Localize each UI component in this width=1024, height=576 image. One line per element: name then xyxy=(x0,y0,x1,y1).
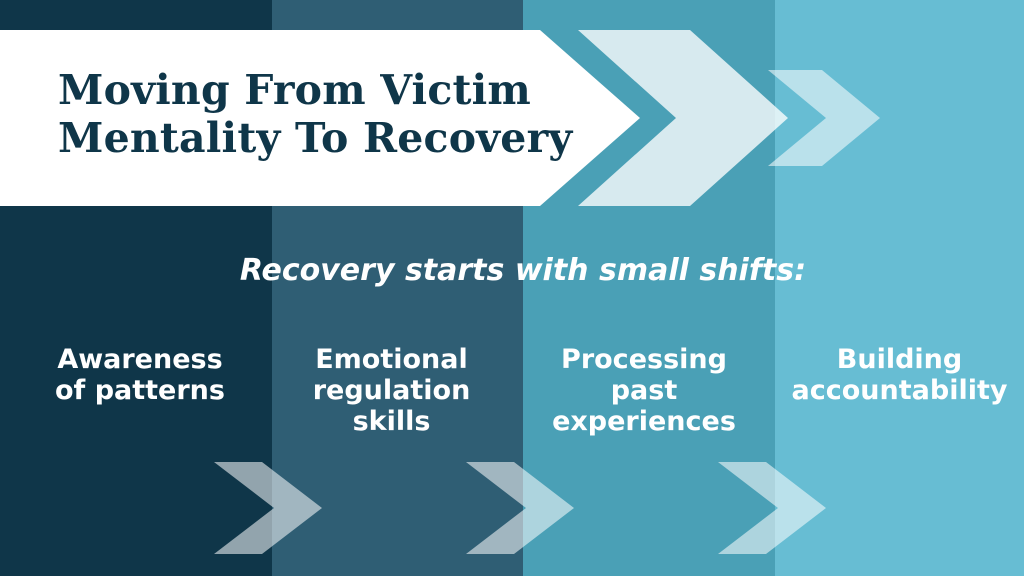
step-text-line: Emotional xyxy=(315,344,468,375)
step-text-line: skills xyxy=(352,406,431,437)
top-chevron-small xyxy=(768,70,880,166)
title-line-1: Moving From Victim xyxy=(58,66,531,114)
step-text-line: past xyxy=(610,375,678,406)
bottom-chevron-1 xyxy=(214,462,322,554)
bottom-chevron-2 xyxy=(466,462,574,554)
step-accountability: Building accountability xyxy=(775,344,1024,406)
page-title: Moving From Victim Mentality To Recovery xyxy=(58,66,598,162)
bottom-chevron-3 xyxy=(718,462,826,554)
step-text-line: experiences xyxy=(552,406,736,437)
title-banner-arrow xyxy=(0,30,640,206)
step-emotional-regulation: Emotional regulation skills xyxy=(266,344,517,437)
step-text-line: Building xyxy=(836,344,963,375)
subtitle: Recovery starts with small shifts: xyxy=(239,253,807,288)
step-text-line: regulation xyxy=(312,375,471,406)
top-chevron-large xyxy=(578,30,788,206)
step-text-line: Processing xyxy=(561,344,727,375)
step-text-line: of patterns xyxy=(55,375,225,406)
step-awareness: Awareness of patterns xyxy=(0,344,280,406)
step-text-line: Awareness xyxy=(57,344,223,375)
step-text-line: accountability xyxy=(791,375,1008,406)
step-processing: Processing past experiences xyxy=(518,344,770,437)
title-line-2: Mentality To Recovery xyxy=(58,114,573,162)
